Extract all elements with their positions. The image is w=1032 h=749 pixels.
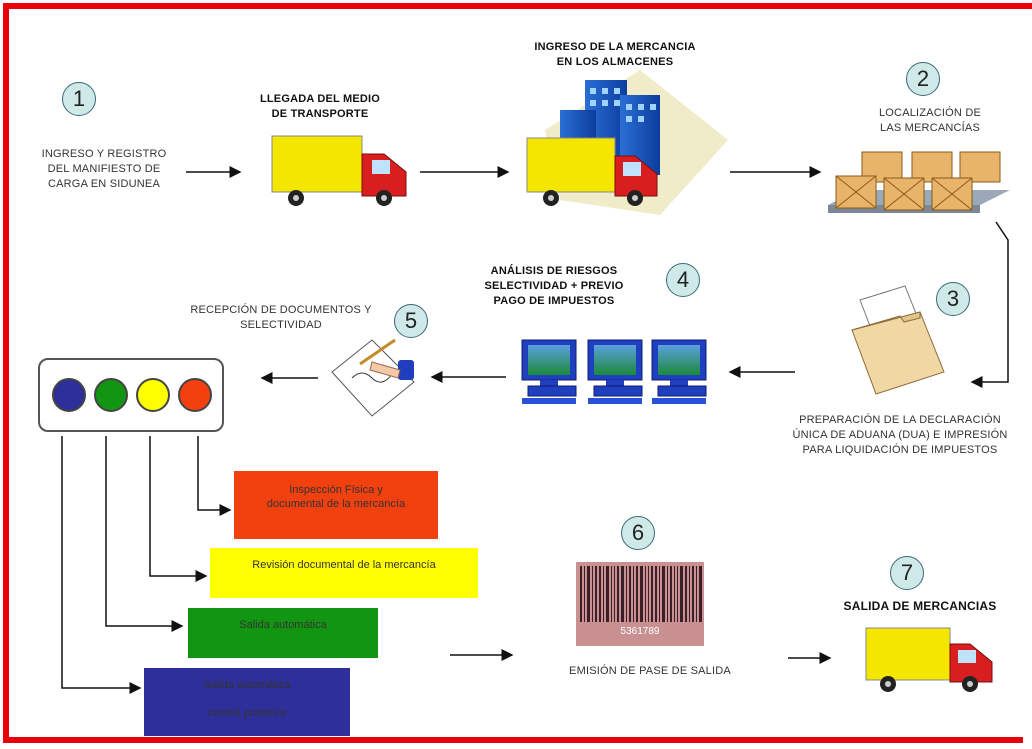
channel-yellow-box: Revisión documental de la mercancía [210,548,478,598]
barcode-bar [659,566,660,622]
barcode-bar [599,566,601,622]
barcode-bar [670,566,672,622]
green-bulb [94,378,128,412]
barcode-bar [655,566,657,622]
barcode-bar [584,566,585,622]
boxes-icon [828,151,1010,213]
blue-bulb [52,378,86,412]
step-number-7: 7 [890,556,924,590]
barcode-bar [645,566,646,622]
truck-icon [865,627,993,692]
barcode-bar [633,566,634,622]
barcode-bar [617,566,619,622]
yellow-bulb [136,378,170,412]
step-7-label: SALIDA DE MERCANCIAS [843,599,997,613]
step-number-4: 4 [666,263,700,297]
signature-icon [331,338,415,417]
barcode-bar [680,566,683,622]
step-6-label: EMISIÓN DE PASE DE SALIDA [569,665,731,677]
truck-icon [271,135,407,206]
barcode-bar [603,566,604,622]
flow-arrows [61,166,1009,694]
barcode-bar [580,566,582,622]
barcode-bar [587,566,590,622]
frame-border [3,3,1023,743]
barcode-bar [648,566,649,622]
barcode-bar [640,566,643,622]
step-1-label: INGRESO Y REGISTRO DEL MANIFIESTO DE CAR… [41,148,167,190]
warehouse-label: INGRESO DE LA MERCANCIA EN LOS ALMACENES [534,41,696,68]
barcode-icon: 5361789 [576,562,704,646]
computer-icon [521,339,707,404]
barcode-bar [636,566,638,622]
barcode-bar [626,566,627,622]
barcode-bar [662,566,665,622]
channel-green-box: Salida automática [188,608,378,658]
barcode-bar [592,566,593,622]
folder-icon [851,285,945,395]
barcode-bar [677,566,678,622]
barcode-bar [667,566,668,622]
arrival-label: LLEGADA DEL MEDIO DE TRANSPORTE [259,93,381,120]
step-number-5: 5 [394,304,428,338]
channel-blue-box: Salida automática control posterior [144,668,350,736]
red-bulb [178,378,212,412]
step-2-label: LOCALIZACIÓN DE LAS MERCANCÍAS [878,107,982,134]
step-3-label: PREPARACIÓN DE LA DECLARACIÓN ÚNICA DE A… [792,414,1008,456]
step-number-1: 1 [62,82,96,116]
barcode-bar [595,566,597,622]
barcode-bar [611,566,612,622]
truck-icon [526,137,658,206]
step-5-label: RECEPCIÓN DE DOCUMENTOS Y SELECTIVIDAD [190,304,372,331]
barcode-bar [685,566,687,622]
barcode-bar [621,566,624,622]
barcode-bar [614,566,615,622]
barcode-bar [629,566,631,622]
barcode-bar [651,566,653,622]
step-number-3: 3 [936,282,970,316]
barcode-bar [606,566,609,622]
barcode-bar [692,566,694,622]
step-number-6: 6 [621,516,655,550]
barcode-bar [674,566,675,622]
barcode-bar [689,566,690,622]
barcode-digits: 5361789 [621,626,660,637]
barcode-bar [696,566,697,622]
channel-red-box: Inspección Física y documental de la mer… [234,471,438,539]
step-4-label: ANÁLISIS DE RIESGOS SELECTIVIDAD + PREVI… [484,265,624,307]
step-number-2: 2 [906,62,940,96]
barcode-bar [699,566,702,622]
traffic-light-icon [38,358,224,432]
